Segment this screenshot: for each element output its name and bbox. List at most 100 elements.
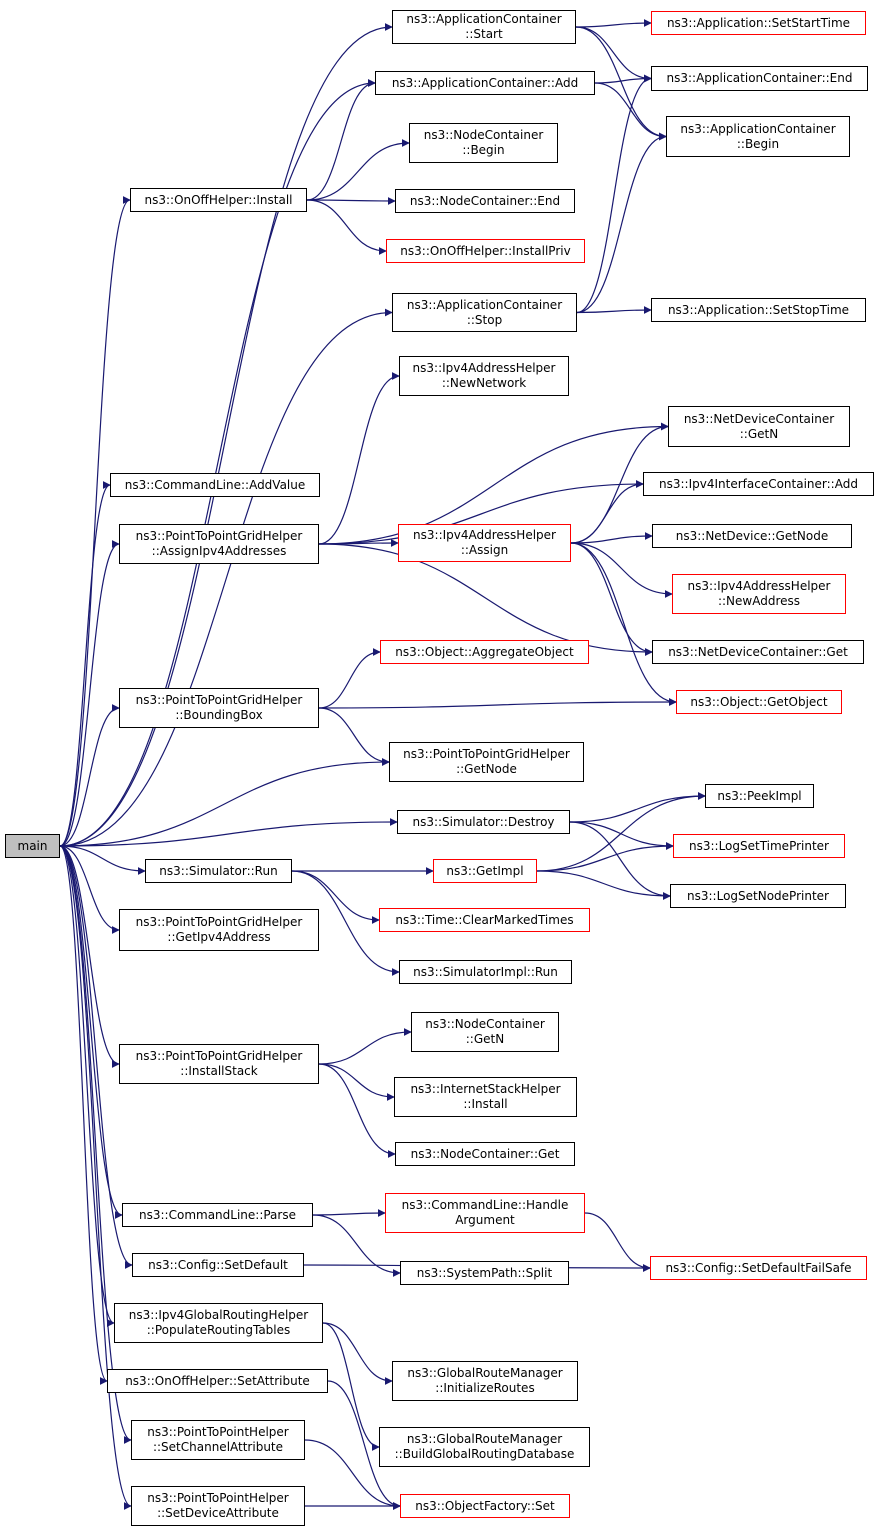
edge-p2pg_bbox-to-obj_aggregate bbox=[318, 648, 381, 709]
edge-onoff_setattr-to-objfactory_set bbox=[327, 1380, 401, 1510]
node-ipv4ah_newaddr[interactable]: ns3::Ipv4AddressHelper::NewAddress bbox=[672, 574, 846, 614]
node-app_setstop[interactable]: ns3::Application::SetStopTime bbox=[651, 298, 866, 322]
node-p2pg_assign[interactable]: ns3::PointToPointGridHelper::AssignIpv4A… bbox=[119, 524, 319, 564]
node-time_clear[interactable]: ns3::Time::ClearMarkedTimes bbox=[379, 908, 590, 932]
node-objfactory_set[interactable]: ns3::ObjectFactory::Set bbox=[400, 1494, 570, 1518]
node-syspath_split[interactable]: ns3::SystemPath::Split bbox=[400, 1261, 569, 1285]
node-app_end[interactable]: ns3::ApplicationContainer::End bbox=[651, 66, 868, 91]
node-sim_destroy[interactable]: ns3::Simulator::Destroy bbox=[397, 810, 570, 834]
node-p2pg_getipv4[interactable]: ns3::PointToPointGridHelper::GetIpv4Addr… bbox=[119, 909, 319, 951]
node-label: main bbox=[17, 838, 48, 853]
node-label: ::GetN bbox=[739, 426, 779, 441]
node-onoff_setattr[interactable]: ns3::OnOffHelper::SetAttribute bbox=[107, 1369, 328, 1393]
node-cmd_addvalue[interactable]: ns3::CommandLine::AddValue bbox=[110, 473, 320, 497]
node-nc_end[interactable]: ns3::NodeContainer::End bbox=[395, 189, 575, 213]
edge-main-to-ipv4grh_populate bbox=[59, 845, 115, 1327]
edge-ipv4ah_assign-to-ipv4ic_add bbox=[570, 480, 644, 544]
node-app_stop[interactable]: ns3::ApplicationContainer::Stop bbox=[392, 293, 577, 332]
node-label: ::Begin bbox=[462, 143, 505, 157]
node-logsetnode[interactable]: ns3::LogSetNodePrinter bbox=[670, 884, 846, 908]
node-label: ns3::Application::SetStartTime bbox=[666, 15, 851, 30]
edge-main-to-p2p_setdevice bbox=[59, 845, 132, 1510]
node-label: ns3::NodeContainer::End bbox=[409, 193, 561, 208]
node-label: ns3::GlobalRouteManager bbox=[406, 1432, 563, 1446]
node-p2pg_installstack[interactable]: ns3::PointToPointGridHelper::InstallStac… bbox=[119, 1044, 319, 1084]
edge-main-to-sim_destroy bbox=[59, 818, 398, 847]
node-cfg_setdefault[interactable]: ns3::Config::SetDefault bbox=[132, 1253, 304, 1277]
node-onoff_install[interactable]: ns3::OnOffHelper::Install bbox=[130, 188, 307, 212]
node-label: ns3::LogSetNodePrinter bbox=[687, 888, 829, 903]
node-label: ns3::PointToPointGridHelper bbox=[135, 1049, 303, 1063]
node-p2pg_getnode[interactable]: ns3::PointToPointGridHelper::GetNode bbox=[389, 742, 584, 782]
node-cmd_parse[interactable]: ns3::CommandLine::Parse bbox=[122, 1203, 313, 1227]
node-ipv4ic_add[interactable]: ns3::Ipv4InterfaceContainer::Add bbox=[643, 472, 874, 496]
edge-onoff_install-to-nc_begin bbox=[306, 139, 410, 201]
node-label: ::GetIpv4Address bbox=[167, 930, 271, 944]
node-label: ns3::CommandLine::AddValue bbox=[124, 477, 306, 492]
node-grm_builddb[interactable]: ns3::GlobalRouteManager::BuildGlobalRout… bbox=[379, 1427, 590, 1467]
node-nc_begin[interactable]: ns3::NodeContainer::Begin bbox=[409, 123, 558, 163]
node-label: ns3::ObjectFactory::Set bbox=[415, 1498, 555, 1513]
node-obj_aggregate[interactable]: ns3::Object::AggregateObject bbox=[380, 640, 589, 664]
edge-cmd_handlearg-to-cfg_setdefaultfs bbox=[584, 1212, 651, 1272]
node-getimpl[interactable]: ns3::GetImpl bbox=[433, 859, 537, 883]
node-nc_getn[interactable]: ns3::NodeContainer::GetN bbox=[411, 1012, 559, 1052]
node-label: ::InstallStack bbox=[180, 1064, 258, 1078]
node-label: ns3::NodeContainer bbox=[425, 1017, 545, 1031]
node-p2pg_bbox[interactable]: ns3::PointToPointGridHelper::BoundingBox bbox=[119, 688, 319, 728]
node-obj_getobject[interactable]: ns3::Object::GetObject bbox=[676, 690, 842, 714]
edge-p2pg_bbox-to-obj_getobject bbox=[318, 698, 677, 709]
node-ipv4ah_assign[interactable]: ns3::Ipv4AddressHelper::Assign bbox=[398, 524, 571, 562]
node-label: ::GetNode bbox=[456, 762, 517, 776]
node-nc_get[interactable]: ns3::NodeContainer::Get bbox=[395, 1142, 575, 1166]
edge-onoff_install-to-onoff_installpriv bbox=[306, 199, 387, 255]
node-label: ::SetChannelAttribute bbox=[152, 1440, 284, 1454]
node-app_begin[interactable]: ns3::ApplicationContainer::Begin bbox=[666, 116, 850, 157]
node-label: ns3::Ipv4InterfaceContainer::Add bbox=[659, 476, 858, 491]
edge-sim_destroy-to-peekimpl bbox=[569, 792, 706, 823]
node-main[interactable]: main bbox=[5, 834, 60, 858]
node-label: ns3::NetDeviceContainer::Get bbox=[668, 644, 848, 659]
edge-getimpl-to-logsetnode bbox=[536, 870, 671, 900]
node-peekimpl[interactable]: ns3::PeekImpl bbox=[705, 784, 814, 808]
node-label: ns3::OnOffHelper::SetAttribute bbox=[125, 1373, 310, 1388]
node-ndc_getn[interactable]: ns3::NetDeviceContainer::GetN bbox=[668, 406, 850, 447]
node-label: ns3::Simulator::Destroy bbox=[412, 814, 555, 829]
node-label: ns3::PointToPointHelper bbox=[147, 1491, 289, 1505]
node-label: ::AssignIpv4Addresses bbox=[151, 544, 287, 558]
node-label: ns3::NetDevice::GetNode bbox=[675, 528, 829, 543]
node-label: ::BuildGlobalRoutingDatabase bbox=[394, 1447, 575, 1461]
edge-sim_destroy-to-logsetnode bbox=[569, 821, 671, 900]
node-app_setstart[interactable]: ns3::Application::SetStartTime bbox=[651, 11, 866, 35]
node-sim_run[interactable]: ns3::Simulator::Run bbox=[145, 859, 292, 883]
node-label: ns3::PointToPointGridHelper bbox=[135, 915, 303, 929]
node-p2p_setchannel[interactable]: ns3::PointToPointHelper::SetChannelAttri… bbox=[131, 1420, 305, 1460]
node-ish_install[interactable]: ns3::InternetStackHelper::Install bbox=[394, 1077, 577, 1117]
node-logsettime[interactable]: ns3::LogSetTimePrinter bbox=[673, 834, 845, 858]
node-label: ns3::ApplicationContainer::End bbox=[666, 71, 853, 85]
node-simimpl_run[interactable]: ns3::SimulatorImpl::Run bbox=[399, 960, 572, 984]
edge-main-to-p2pg_bbox bbox=[59, 704, 120, 847]
node-ipv4grh_populate[interactable]: ns3::Ipv4GlobalRoutingHelper::PopulateRo… bbox=[114, 1303, 323, 1343]
node-cfg_setdefaultfs[interactable]: ns3::Config::SetDefaultFailSafe bbox=[650, 1256, 867, 1280]
node-ndc_get[interactable]: ns3::NetDeviceContainer::Get bbox=[652, 640, 864, 664]
node-p2p_setdevice[interactable]: ns3::PointToPointHelper::SetDeviceAttrib… bbox=[131, 1486, 305, 1526]
node-app_add[interactable]: ns3::ApplicationContainer::Add bbox=[375, 71, 595, 95]
edge-getimpl-to-logsettime bbox=[536, 842, 674, 872]
node-grm_initroutes[interactable]: ns3::GlobalRouteManager::InitializeRoute… bbox=[392, 1361, 578, 1401]
node-onoff_installpriv[interactable]: ns3::OnOffHelper::InstallPriv bbox=[386, 239, 585, 263]
node-nd_getnode[interactable]: ns3::NetDevice::GetNode bbox=[652, 524, 852, 548]
node-label: ns3::Time::ClearMarkedTimes bbox=[395, 912, 574, 927]
edge-ipv4grh_populate-to-grm_initroutes bbox=[322, 1322, 393, 1385]
node-ipv4ah_newnet[interactable]: ns3::Ipv4AddressHelper::NewNetwork bbox=[399, 356, 569, 396]
node-label: ns3::Ipv4AddressHelper bbox=[413, 528, 556, 542]
node-app_start[interactable]: ns3::ApplicationContainer::Start bbox=[392, 10, 576, 44]
node-label: ::NewNetwork bbox=[441, 376, 527, 390]
node-label: ns3::PointToPointGridHelper bbox=[135, 529, 303, 543]
node-label: ns3::OnOffHelper::InstallPriv bbox=[400, 243, 571, 258]
edge-ipv4ah_assign-to-nd_getnode bbox=[570, 532, 653, 544]
edge-app_start-to-app_begin bbox=[575, 26, 667, 141]
node-label: ::GetN bbox=[465, 1032, 505, 1046]
edge-main-to-app_start bbox=[59, 23, 393, 847]
